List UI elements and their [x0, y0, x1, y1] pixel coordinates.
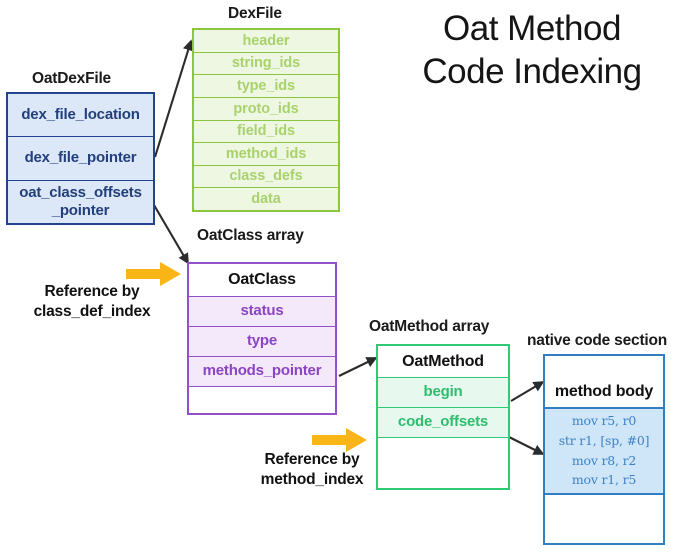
asm-line-2: str r1, [sp, #0] [558, 432, 650, 448]
oat-method-empty-slot [378, 438, 508, 488]
oat-method-array-caption: OatMethod array [369, 318, 490, 335]
field-code-offsets: code_offsets [378, 408, 508, 438]
assembly-block: mov r5, r0 str r1, [sp, #0] mov r8, r2 m… [545, 409, 663, 495]
connector-methodspointer-to-oatmethod [338, 357, 378, 377]
field-field-ids: field_ids [194, 121, 338, 144]
title-line-2: Code Indexing [422, 51, 642, 91]
asm-line-1: mov r5, r0 [571, 413, 637, 428]
field-type: type [189, 327, 335, 357]
oat-method-struct: OatMethod begin code_offsets [376, 344, 510, 490]
reference-label-class-def-index: Reference by class_def_index [33, 283, 151, 321]
field-oat-class-offsets-pointer: oat_class_offsets _pointer [19, 184, 142, 219]
native-code-top-padding [545, 356, 663, 376]
field-data: data [251, 191, 281, 208]
dex-file-struct: header string_ids type_ids proto_ids fie… [192, 28, 340, 212]
field-header: header [194, 30, 338, 53]
connector-begin-to-methodbody [510, 381, 545, 402]
field-string-ids: string_ids [194, 53, 338, 76]
connector-oatclassoffsets-to-oatclass [153, 204, 189, 265]
field-methods-pointer: methods_pointer [189, 357, 335, 387]
dex-file-caption: DexFile [228, 5, 282, 22]
field-dex-file-location: dex_file_location [8, 94, 153, 138]
field-dex-file-pointer: dex_file_pointer [8, 137, 153, 181]
native-code-section-caption: native code section [527, 332, 668, 349]
reference-label-method-index: Reference by method_index [260, 451, 364, 489]
oat-class-empty-slot [189, 387, 335, 413]
method-body-header: method body [545, 376, 663, 409]
field-method-ids: method_ids [194, 143, 338, 166]
oat-method-header: OatMethod [378, 346, 508, 378]
oat-class-array-caption: OatClass array [197, 227, 304, 244]
field-begin: begin [378, 378, 508, 408]
oat-class-struct: OatClass status type methods_pointer [187, 262, 337, 415]
orange-right-arrow-icon [126, 262, 181, 286]
field-class-defs: class_defs [194, 166, 338, 189]
field-status: status [189, 297, 335, 327]
asm-line-3: mov r8, r2 [571, 452, 637, 468]
page-title: Oat Method Code Indexing [372, 8, 692, 93]
connector-codeoffsets-to-asm [508, 436, 545, 455]
connector-dexfilepointer-to-dexfile [153, 39, 194, 158]
title-line-1: Oat Method [443, 9, 621, 48]
native-code-struct: method body mov r5, r0 str r1, [sp, #0] … [543, 354, 665, 545]
asm-line-4: mov r1, r5 [571, 472, 637, 488]
oat-dex-file-struct: dex_file_location dex_file_pointer oat_c… [6, 92, 155, 225]
field-type-ids: type_ids [194, 75, 338, 98]
orange-right-arrow-icon [312, 428, 367, 452]
oat-dex-file-caption: OatDexFile [32, 70, 111, 87]
field-proto-ids: proto_ids [194, 98, 338, 121]
native-code-empty-slot [545, 495, 663, 543]
oat-class-header: OatClass [189, 264, 335, 297]
